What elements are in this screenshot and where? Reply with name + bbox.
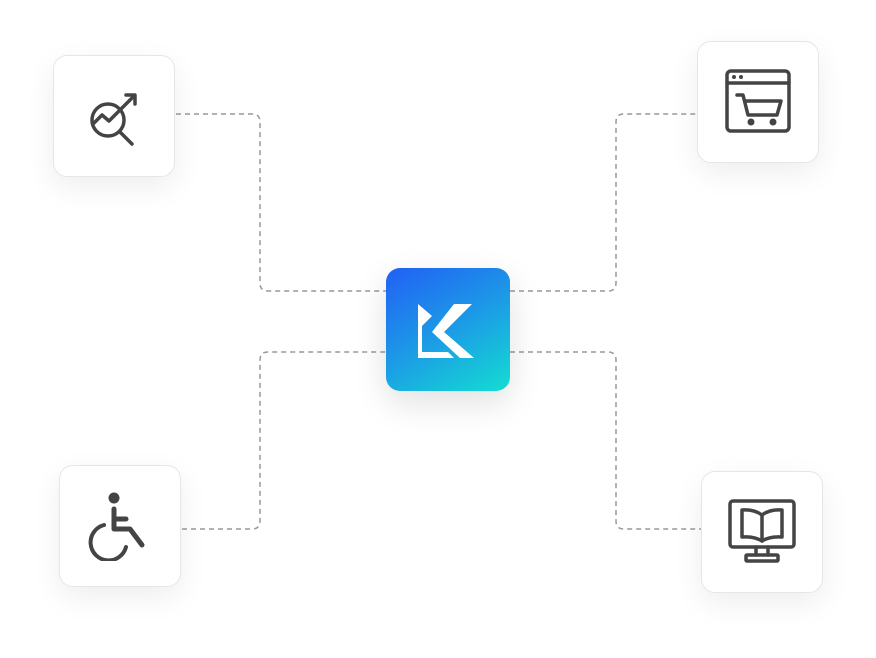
node-elearning[interactable] <box>701 471 823 593</box>
monitor-book-icon <box>728 499 796 563</box>
node-ecommerce[interactable] <box>697 41 819 163</box>
k-logo-icon <box>418 303 474 358</box>
connector-bottom-left <box>182 351 386 530</box>
connector-bottom-right <box>510 351 701 530</box>
connector-top-left <box>176 113 386 292</box>
connector-top-right <box>510 113 697 292</box>
wheelchair-accessibility-icon <box>88 492 145 561</box>
node-analytics[interactable] <box>53 55 175 177</box>
node-accessibility[interactable] <box>59 465 181 587</box>
ecommerce-cart-icon <box>725 69 791 133</box>
analytics-search-icon <box>90 93 137 146</box>
central-hub[interactable] <box>386 268 510 391</box>
